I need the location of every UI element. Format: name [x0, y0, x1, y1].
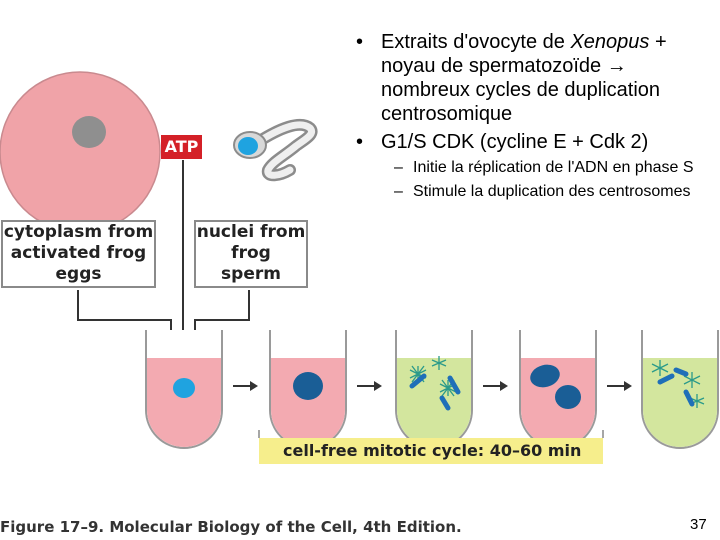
page-number: 37: [690, 516, 707, 533]
tube-5: [641, 330, 719, 449]
nuclei-label: nuclei from frog sperm: [194, 220, 308, 288]
tube-4: [519, 330, 597, 449]
cytoplasm-line-2: activated frog: [10, 243, 147, 263]
sperm-cell: [233, 118, 318, 182]
subbullet-replication: Initie la réplication de l'ADN en phase …: [356, 158, 716, 178]
cycle-bracket: [258, 430, 604, 438]
bullet-list: Extraits d'ovocyte de Xenopus + noyau de…: [356, 30, 716, 202]
nuclei-line-2: frog: [231, 243, 271, 263]
arrow-2: [357, 381, 382, 391]
sperm-nucleus: [238, 137, 258, 155]
tube-2: [269, 330, 347, 449]
figure-caption: Figure 17–9. Molecular Biology of the Ce…: [0, 518, 462, 536]
nucleus-small: [173, 378, 195, 398]
nuclei-line-1: nuclei from: [196, 222, 306, 242]
daughter-nucleus-2: [555, 385, 581, 409]
tube-3: [395, 330, 473, 449]
bullet-xenopus: Extraits d'ovocyte de Xenopus + noyau de…: [356, 30, 716, 126]
nuclei-line-3: sperm: [221, 264, 281, 284]
cytoplasm-line-1: cytoplasm from: [3, 222, 154, 242]
daughter-nucleus-1: [530, 364, 560, 388]
subbullet-centrosomes: Stimule la duplication des centrosomes: [356, 182, 716, 202]
atp-label: ATP: [161, 135, 202, 159]
cytoplasm-line-3: eggs: [55, 264, 102, 284]
frog-egg: [0, 71, 161, 233]
arrow-3: [483, 381, 508, 391]
chromosomes: [409, 373, 461, 411]
nucleus-large: [293, 372, 323, 400]
cytoplasm-label: cytoplasm from activated frog eggs: [1, 220, 156, 288]
bullet-1-italic: Xenopus: [570, 31, 650, 53]
cycle-duration-bar: cell-free mitotic cycle: 40–60 min: [259, 438, 603, 464]
arrow-1: [233, 381, 258, 391]
tube-1: [145, 330, 223, 449]
arrow-4: [607, 381, 632, 391]
bullet-1-text-2: + noyau de spermatozoïde → nombreux cycl…: [381, 31, 667, 125]
bullet-cdk: G1/S CDK (cycline E + Cdk 2): [356, 130, 716, 154]
bullet-1-text: Extraits d'ovocyte de: [381, 31, 571, 53]
egg-nucleus: [72, 116, 106, 148]
spindle-asters: [409, 356, 457, 397]
